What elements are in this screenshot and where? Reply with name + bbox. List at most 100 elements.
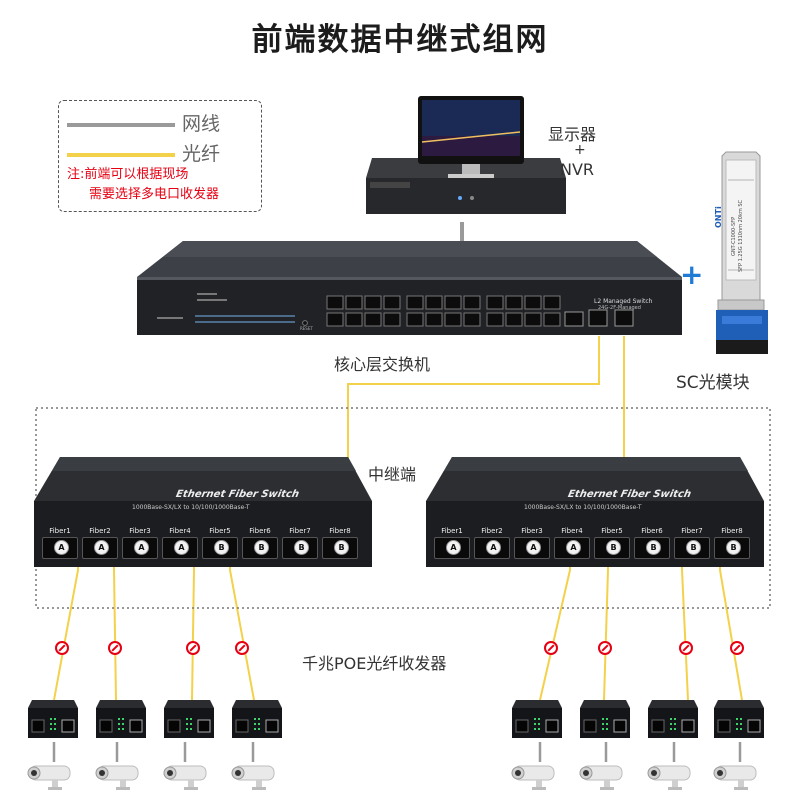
sfp-text1: GNT-C1000-SFP [731,216,737,256]
fiber-port-tag: A [174,540,189,555]
fiber-port-tag: B [254,540,269,555]
poe-fiber-transceiver [646,696,698,742]
transceiver-icon [512,700,562,738]
monitor-nvr-label-line1: 显示器 [548,125,597,144]
fiber-port-tag: A [94,540,109,555]
fiber-marker-slash [58,644,66,652]
legend-network-cable-line [67,123,175,127]
fiber-marker-slash [733,644,741,652]
sc-optical-module [716,151,768,354]
transceiver-icon [714,700,764,738]
fiber-marker-slash [238,644,246,652]
rj45-port [345,295,363,310]
core-switch-sub: 24G-2F-Managed [598,305,641,311]
fiber-port-socket: A [122,537,158,559]
fiber-port-name: Fiber5 [601,527,623,535]
sc-module-label: SC光模块 [676,373,750,393]
legend-note-line2: 需要选择多电口收发器 [89,187,220,202]
fiber-port-socket: B [202,537,238,559]
fiber-port-name: Fiber4 [561,527,583,535]
core-switch-model: L2 Managed Switch [594,298,653,305]
fiber-port-tag: B [646,540,661,555]
fiber-marker-slash [189,644,197,652]
camera-shape [95,765,139,790]
fiber-switch-left-spec: 1000Base-SX/LX to 10/100/1000Base-T [132,504,250,511]
fiber-port-tag: A [486,540,501,555]
camera-shape [713,765,757,790]
fiber-port-tag: B [606,540,621,555]
rj45-port [345,312,363,327]
fiber-port-name: Fiber8 [329,527,351,535]
rj45-port [444,312,462,327]
rj45-port [326,312,344,327]
rj45-port [505,312,523,327]
fiber-port-tag: B [334,540,349,555]
rj45-port [486,295,504,310]
fiber-port-socket: B [242,537,278,559]
legend: 网线 光纤 注:前端可以根据现场 需要选择多电口收发器 [58,100,262,212]
camera-icon [642,760,692,790]
fiber-switch-right-spec: 1000Base-SX/LX to 10/100/1000Base-T [524,504,642,511]
switch-to-left-relay-fiber [347,336,600,468]
fiber-port-name: Fiber6 [641,527,663,535]
fiber-port-tag: B [214,540,229,555]
fiber-right-1 [539,553,571,701]
plus-sign: + [680,258,704,291]
rj45-port [486,312,504,327]
fiber-port-socket: A [42,537,78,559]
rj45-port [425,295,443,310]
rj45-port [406,312,424,327]
fiber-switch-left-name: Ethernet Fiber Switch [174,489,301,500]
rj45-port [524,295,542,310]
transceiver-icon [28,700,78,738]
fiber-marker-slash [547,644,555,652]
fiber-right-4 [719,553,743,701]
sfp-text2: SFP 1.25G 1310nm 20km SC [738,200,744,272]
fiber-marker-icon [679,641,693,655]
fiber-port-tag: B [686,540,701,555]
rj45-port [364,312,382,327]
fiber-switch-right: Ethernet Fiber Switch 1000Base-SX/LX to … [426,457,764,567]
poe-fiber-transceiver [712,696,764,742]
fiber-marker-icon [544,641,558,655]
page-title: 前端数据中继式组网 [251,22,549,58]
fiber-left-3 [191,553,195,701]
core-switch [137,241,682,335]
fiber-left-2 [113,553,117,701]
core-switch-label: 核心层交换机 [334,355,431,374]
fiber-port-socket: B [322,537,358,559]
transceiver-icon [232,700,282,738]
sfp-brand: ONTi [714,206,723,228]
legend-fiber-label: 光纤 [182,143,221,165]
fiber-port-socket: A [434,537,470,559]
fiber-marker-icon [598,641,612,655]
monitor-nvr-label-line2: NVR [560,160,595,179]
fiber-port-name: Fiber4 [169,527,191,535]
fiber-marker-icon [186,641,200,655]
fiber-port-name: Fiber1 [441,527,463,535]
fiber-port-tag: A [446,540,461,555]
rj45-port [425,312,443,327]
transceiver-icon [648,700,698,738]
transceiver-icon [164,700,214,738]
rj45-port [505,295,523,310]
fiber-switch-left: Ethernet Fiber Switch 1000Base-SX/LX to … [34,457,372,567]
rj45-port [463,312,481,327]
fiber-port-socket: B [714,537,750,559]
poe-transceiver-label: 千兆POE光纤收发器 [302,654,447,673]
fiber-right-3 [681,553,689,701]
fiber-marker-slash [682,644,690,652]
camera-icon [708,760,758,790]
